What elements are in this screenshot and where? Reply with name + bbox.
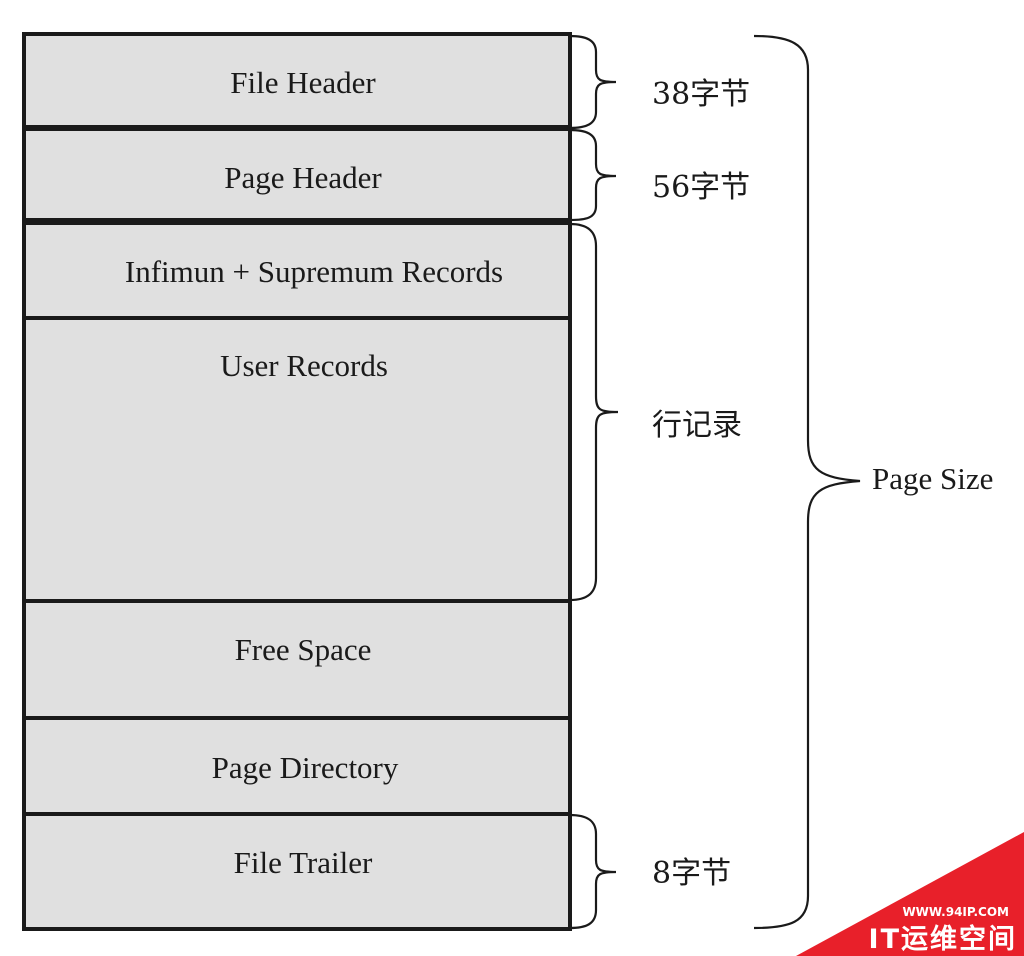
segment-page-directory: Page Directory [22, 716, 572, 816]
brace-page-header [569, 128, 617, 222]
watermark-text: IT运维空间 [869, 923, 1017, 955]
row-records-label: 行记录 [652, 408, 742, 443]
file-trailer-size-label: 8字节 [652, 856, 731, 891]
brace-file-trailer [569, 813, 617, 930]
segment-free-space: Free Space [22, 599, 572, 720]
brace-row-records [569, 222, 619, 602]
segment-user-records: User Records [22, 316, 572, 603]
segment-label: Free Space [235, 632, 372, 667]
segment-infimum-supremum: Infimun + Supremum Records [22, 221, 572, 320]
segment-label: User Records [220, 348, 388, 383]
segment-file-header: File Header [22, 32, 572, 129]
watermark-logo: WWW.94IP.COM IT运维空间 [796, 832, 1024, 956]
segment-label: Page Directory [212, 750, 399, 785]
page-header-size-label: 56字节 [652, 170, 750, 205]
segment-file-trailer: File Trailer [22, 812, 572, 931]
brace-page-size [753, 34, 861, 930]
size-braces [569, 34, 619, 930]
page-segments: File Header Page Header Infimun + Suprem… [22, 32, 572, 931]
segment-label: File Trailer [234, 845, 373, 880]
file-header-size-label: 38字节 [652, 77, 750, 112]
watermark-red-triangle [796, 832, 1024, 956]
segment-label: Infimun + Supremum Records [125, 254, 503, 289]
segment-page-header: Page Header [22, 127, 572, 222]
watermark-url: WWW.94IP.COM [902, 905, 1009, 919]
segment-label: File Header [230, 65, 376, 100]
page-size-label: Page Size [872, 461, 993, 496]
segment-label: Page Header [224, 160, 382, 195]
brace-file-header [569, 34, 617, 130]
